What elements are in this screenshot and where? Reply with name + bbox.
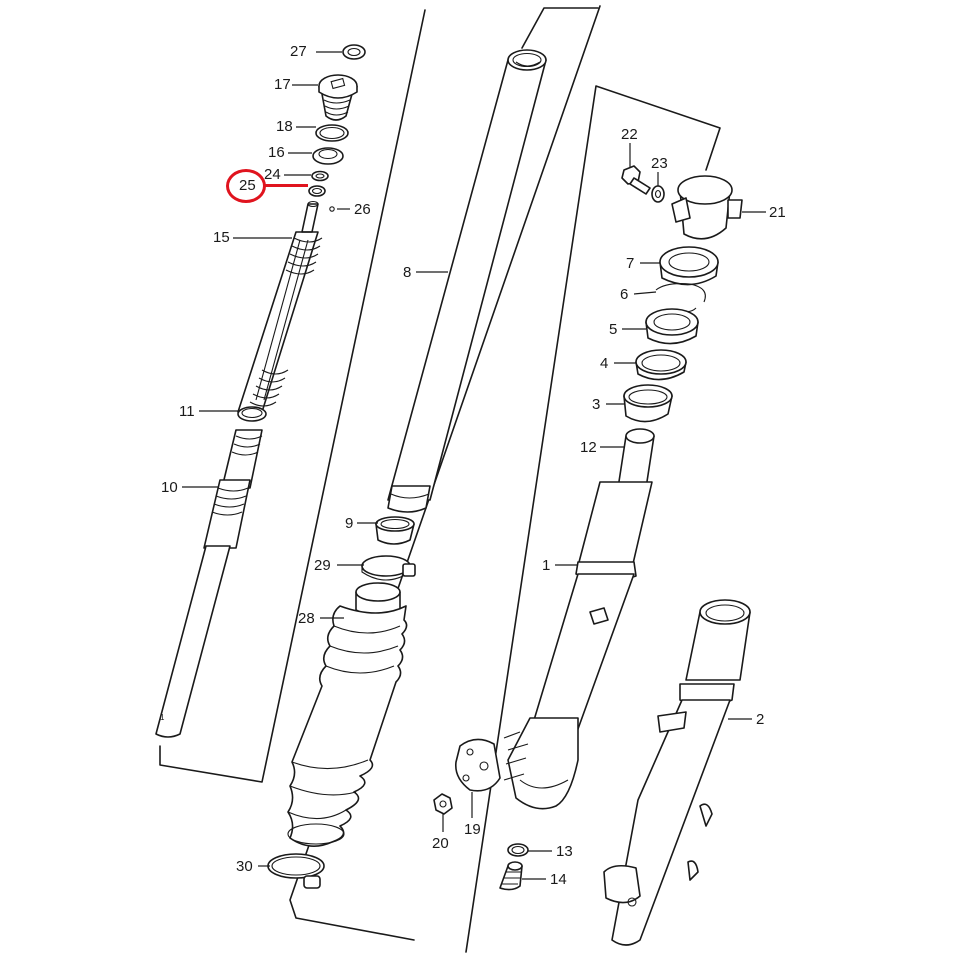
label-part-2: 2 (756, 711, 765, 728)
label-part-26: 26 (354, 201, 371, 218)
part-16-spacer (312, 147, 344, 165)
label-part-18: 18 (276, 118, 293, 135)
label-part-15: 15 (213, 229, 230, 246)
label-part-16: 16 (268, 144, 285, 161)
part-25-circlip (308, 185, 326, 197)
group-frame-middle (289, 5, 601, 941)
label-part-6: 6 (620, 286, 629, 303)
label-part-21: 21 (769, 204, 786, 221)
label-part-10: 10 (161, 479, 178, 496)
group-frame-right (465, 85, 721, 953)
label-part-29: 29 (314, 557, 331, 574)
part-9-bushing (375, 516, 415, 545)
label-part-4: 4 (600, 355, 609, 372)
part-8-inner-tube (387, 49, 547, 513)
label-part-24: 24 (264, 166, 281, 183)
label-part-20: 20 (432, 835, 449, 852)
part-13-washer (507, 843, 529, 857)
label-part-14: 14 (550, 871, 567, 888)
highlight-leader-part-25 (264, 184, 308, 187)
part-28-dust-boot (287, 582, 408, 847)
label-part-1: 1 (542, 557, 551, 574)
label-part-9: 9 (345, 515, 354, 532)
label-part-27: 27 (290, 43, 307, 60)
part-21-upper-cover (671, 175, 743, 240)
part-27-washer (342, 44, 366, 60)
part-24-washer (311, 170, 329, 182)
group-frame-left (159, 9, 426, 783)
leader-lines (182, 51, 766, 880)
part-6-retainer-ring (655, 283, 706, 313)
label-part-30: 30 (236, 858, 253, 875)
part-29-clamp (361, 555, 416, 581)
part-4-washer (635, 349, 687, 381)
part-19-axle-holder (454, 731, 529, 792)
label-part-17: 17 (274, 76, 291, 93)
svg-text:1: 1 (160, 713, 165, 722)
label-part-13: 13 (556, 843, 573, 860)
part-11-ring (237, 406, 267, 422)
part-17-cap-bolt (318, 74, 358, 121)
part-7-oil-seal (659, 246, 719, 286)
label-part-11: 11 (179, 403, 195, 420)
label-part-23: 23 (651, 155, 668, 172)
part-26-ball (329, 206, 335, 212)
part-23-washer (651, 185, 665, 203)
part-15-damper-rod (237, 200, 323, 413)
label-part-5: 5 (609, 321, 618, 338)
label-part-22: 22 (621, 126, 638, 143)
label-part-28: 28 (298, 610, 315, 627)
part-3-bushing (623, 384, 673, 423)
highlight-circle-part-25 (226, 169, 266, 203)
label-part-7: 7 (626, 255, 635, 272)
part-2-outer-tube (603, 599, 751, 946)
part-5-seal (645, 308, 699, 345)
part-18-o-ring (315, 124, 349, 142)
part-14-drain-bolt (499, 861, 523, 891)
label-part-19: 19 (464, 821, 481, 838)
part-1-outer-tube (507, 428, 655, 810)
label-part-12: 12 (580, 439, 597, 456)
label-part-3: 3 (592, 396, 601, 413)
part-10-damper-tube: 1 (155, 429, 263, 738)
part-22-bolt (621, 165, 651, 195)
label-part-8: 8 (403, 264, 412, 281)
part-20-nut (433, 793, 453, 815)
